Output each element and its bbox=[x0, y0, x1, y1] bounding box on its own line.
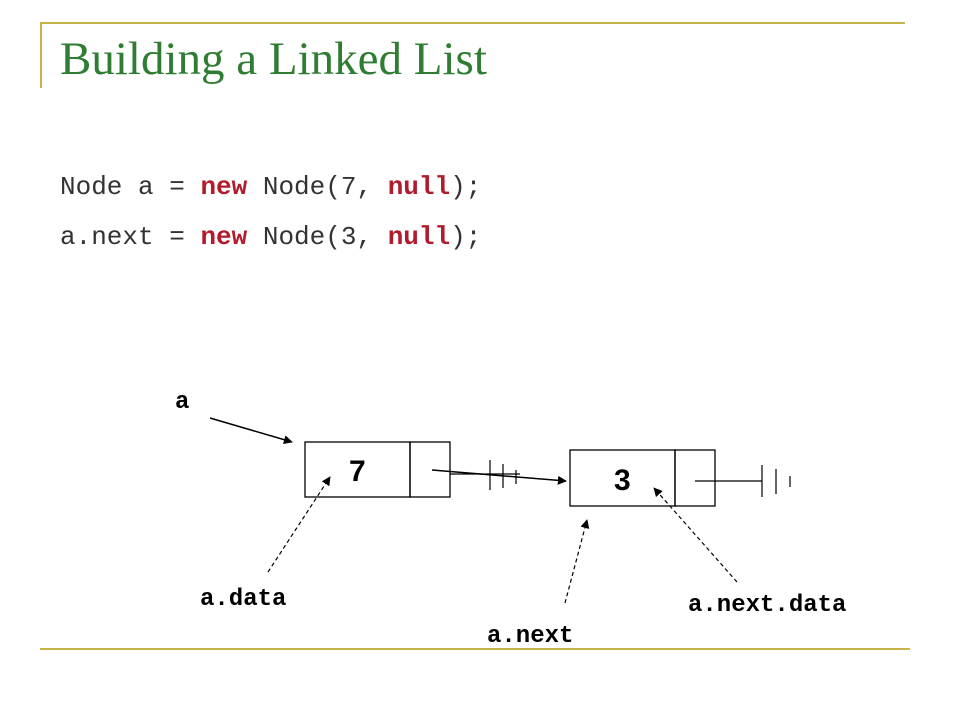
null-marker bbox=[695, 465, 791, 497]
pointer-a-arrow bbox=[209, 417, 293, 445]
top-rule bbox=[40, 22, 905, 24]
node-1: 7 bbox=[304, 441, 451, 498]
left-accent-bar bbox=[40, 22, 42, 88]
a-next-arrow bbox=[564, 519, 590, 604]
code-text: a.next = bbox=[60, 222, 201, 252]
code-line-1: Node a = new Node(7, null); bbox=[60, 172, 481, 202]
code-keyword: new bbox=[200, 222, 248, 252]
code-keyword: null bbox=[387, 222, 451, 252]
a-next-data-arrow bbox=[653, 487, 738, 583]
variable-a-label: a bbox=[175, 389, 189, 416]
next-pointer-arrow bbox=[431, 469, 567, 485]
code-text: Node(3, bbox=[247, 222, 388, 252]
bottom-rule bbox=[40, 648, 910, 650]
slide-title: Building a Linked List bbox=[60, 33, 487, 85]
code-keyword: null bbox=[387, 172, 451, 202]
node-1-next-cell bbox=[409, 441, 451, 498]
a-next-label: a.next bbox=[487, 623, 573, 650]
code-text: ); bbox=[450, 172, 482, 202]
node-1-value: 7 bbox=[349, 455, 366, 488]
a-next-data-label: a.next.data bbox=[688, 592, 846, 619]
code-text: ); bbox=[450, 222, 482, 252]
code-text: Node a = bbox=[60, 172, 201, 202]
node-2-value: 3 bbox=[614, 464, 631, 497]
code-line-2: a.next = new Node(3, null); bbox=[60, 222, 481, 252]
a-data-arrow bbox=[267, 476, 331, 573]
node-2: 3 bbox=[569, 449, 716, 507]
node-2-next-cell bbox=[674, 449, 716, 507]
a-data-label: a.data bbox=[200, 586, 286, 613]
code-keyword: new bbox=[200, 172, 248, 202]
code-text: Node(7, bbox=[247, 172, 388, 202]
